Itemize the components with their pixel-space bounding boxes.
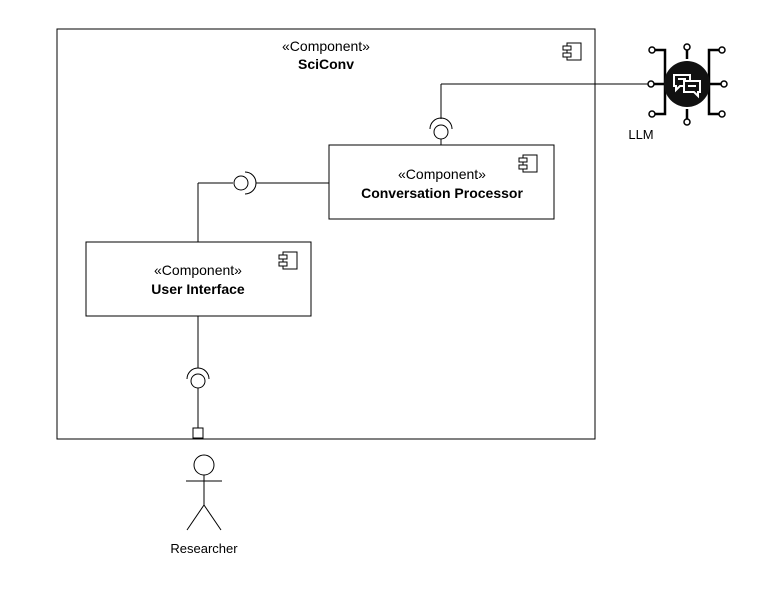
researcher-label: Researcher xyxy=(170,541,238,556)
chat-bubbles-icon xyxy=(673,74,701,99)
sciconv-component-icon xyxy=(562,42,582,61)
llm-chip-icon xyxy=(647,43,728,126)
llm-label: LLM xyxy=(628,127,653,142)
sciconv-system-boundary xyxy=(56,28,596,440)
user-interface-component-icon xyxy=(278,251,298,270)
conversation-processor-stereotype: «Component» xyxy=(398,166,486,182)
user-interface-component xyxy=(85,241,312,317)
conversation-processor-title: Conversation Processor xyxy=(361,185,523,201)
user-interface-stereotype: «Component» xyxy=(154,262,242,278)
llm-interface-connector xyxy=(429,83,660,145)
sciconv-stereotype: «Component» xyxy=(282,38,370,54)
ui-port-connector xyxy=(186,316,210,428)
researcher-actor xyxy=(186,454,222,531)
conversation-processor-component xyxy=(328,144,555,220)
ui-processor-connector xyxy=(197,171,329,242)
user-interface-title: User Interface xyxy=(151,281,245,297)
boundary-port xyxy=(192,427,204,439)
sciconv-title: SciConv xyxy=(298,56,354,72)
conversation-processor-component-icon xyxy=(518,154,538,173)
